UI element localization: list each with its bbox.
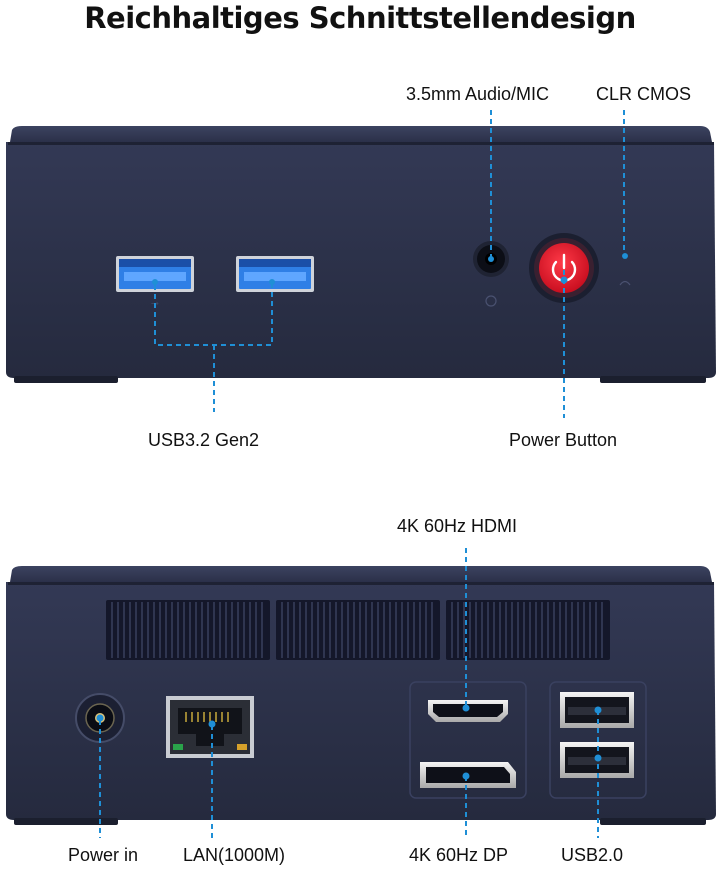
- label-lan: LAN(1000M): [183, 845, 286, 865]
- usb3-port-2: [236, 256, 314, 292]
- hdmi-port: [428, 700, 508, 722]
- label-power-button: Power Button: [509, 430, 618, 450]
- back-view: [6, 548, 716, 838]
- label-dp: 4K 60Hz DP: [409, 845, 509, 865]
- power-button-graphic: [529, 233, 599, 303]
- vent-grille: [106, 600, 610, 660]
- label-hdmi: 4K 60Hz HDMI: [397, 516, 518, 536]
- label-usb32-gen2: USB3.2 Gen2: [148, 430, 260, 450]
- label-audio-mic: 3.5mm Audio/MIC: [406, 84, 550, 104]
- label-power-in: Power in: [68, 845, 139, 865]
- usb3-port-1: ⭢: [116, 256, 194, 309]
- label-usb20: USB2.0: [561, 845, 624, 865]
- page-title: Reichhaltiges Schnittstellendesign: [84, 1, 636, 35]
- label-clr-cmos: CLR CMOS: [596, 84, 692, 104]
- lan-port: [166, 696, 254, 758]
- front-view: ⭢: [6, 110, 716, 418]
